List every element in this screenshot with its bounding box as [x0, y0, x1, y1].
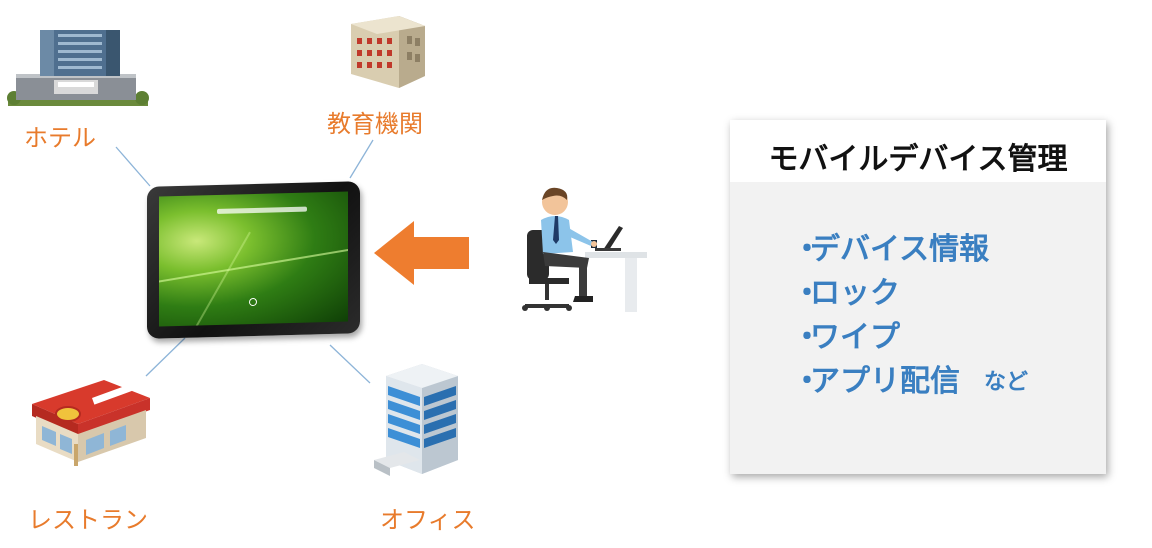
feature-etc: など	[984, 370, 1029, 395]
connector-hotel	[115, 146, 151, 187]
feature-item: ・ロック	[792, 276, 900, 311]
administrator-at-desk-icon	[522, 187, 647, 312]
tablet-device-icon	[147, 181, 360, 339]
feature-item: ・アプリ配信など	[792, 364, 1029, 399]
feature-item: ・ワイプ	[792, 320, 900, 355]
school-label: 教育機関	[327, 110, 423, 138]
school-building-icon	[351, 16, 425, 88]
restaurant-label: レストラン	[28, 506, 148, 534]
office-label: オフィス	[380, 506, 476, 534]
connector-school	[349, 139, 374, 179]
mdm-panel: モバイルデバイス管理 ・デバイス情報 ・ロック ・ワイプ ・アプリ配信など	[730, 120, 1106, 474]
hotel-label: ホテル	[24, 124, 96, 152]
tablet-screen	[159, 191, 348, 327]
connector-restaurant	[145, 337, 186, 377]
connector-office	[329, 344, 371, 384]
office-building-icon	[374, 364, 458, 476]
hotel-building-icon	[7, 30, 149, 106]
mdm-panel-title: モバイルデバイス管理	[768, 142, 1068, 177]
mdm-panel-header: モバイルデバイス管理	[730, 120, 1106, 182]
feature-list: ・デバイス情報 ・ロック ・ワイプ ・アプリ配信など	[792, 228, 1028, 405]
restaurant-building-icon	[32, 380, 150, 466]
feature-item: ・デバイス情報	[792, 232, 990, 267]
